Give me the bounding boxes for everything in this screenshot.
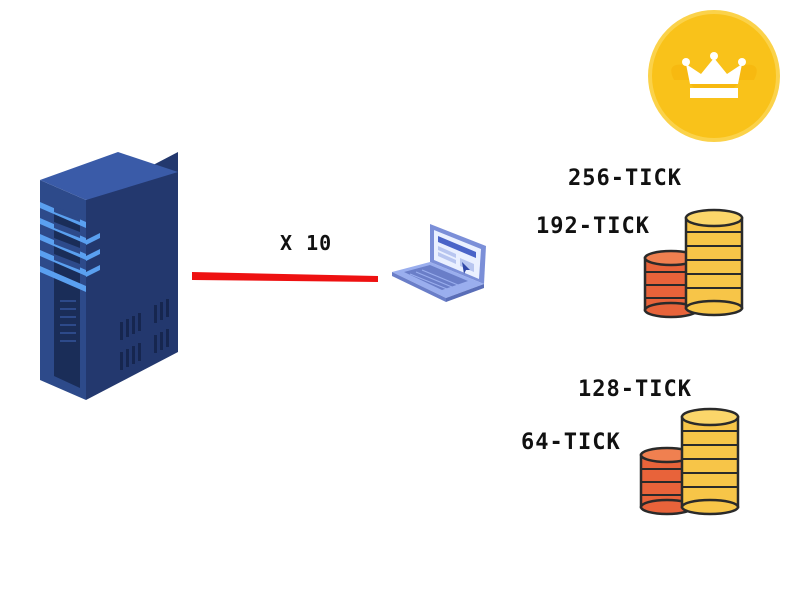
tier-label-128: 128-TICK (578, 377, 692, 402)
server-icon (40, 152, 178, 400)
multiplier-label: X 10 (280, 231, 333, 255)
connection-line (192, 272, 378, 282)
laptop-icon (392, 224, 486, 302)
coin-stack-icon (643, 208, 744, 319)
crown-badge-icon (648, 10, 780, 142)
tier-label-64: 64-TICK (521, 430, 621, 455)
coin-stack-icon (639, 407, 740, 516)
tier-label-256: 256-TICK (568, 166, 682, 191)
tier-label-192: 192-TICK (536, 214, 650, 239)
